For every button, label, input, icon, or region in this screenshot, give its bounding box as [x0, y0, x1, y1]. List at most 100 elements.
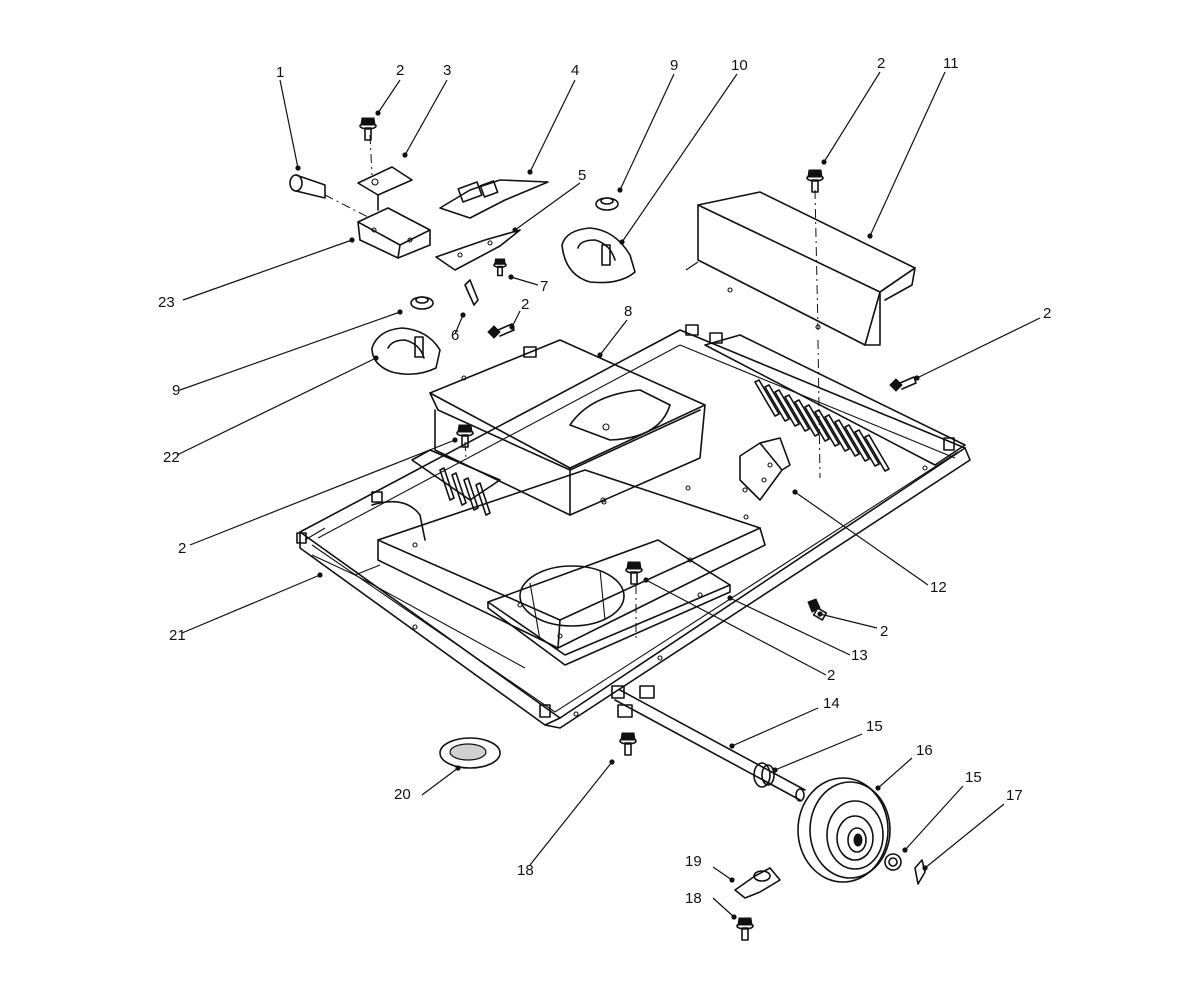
- leader-dot: [617, 187, 623, 193]
- leader-dot: [460, 312, 466, 318]
- latch-4: [439, 179, 549, 219]
- bolt: [493, 258, 507, 277]
- callout-18b: 18: [685, 890, 702, 907]
- callout-14: 14: [823, 695, 840, 712]
- callout-19: 19: [685, 853, 702, 870]
- leader-dot: [922, 865, 928, 871]
- callout-2e: 2: [178, 540, 186, 557]
- leader-dot: [914, 375, 920, 381]
- leader-dot: [902, 847, 908, 853]
- leader-line: [377, 79, 401, 114]
- callout-22: 22: [163, 449, 180, 466]
- callout-15b: 15: [965, 769, 982, 786]
- leader-line: [904, 785, 964, 851]
- callout-11: 11: [943, 55, 959, 72]
- leader-dot: [375, 110, 381, 116]
- washer-15b: [884, 853, 902, 871]
- louver-slot: [764, 384, 790, 422]
- callout-2c: 2: [521, 296, 529, 313]
- louver-slot: [794, 399, 820, 437]
- leader-dot: [727, 595, 733, 601]
- leader-line: [819, 613, 878, 629]
- washer-15a: [753, 762, 775, 788]
- hinge-plate-3: [357, 166, 413, 211]
- louver-slot: [854, 429, 880, 467]
- leader-line: [916, 317, 1041, 379]
- leader-dot: [867, 233, 873, 239]
- louver-slot: [814, 409, 840, 447]
- leader-line: [774, 733, 863, 771]
- callout-20: 20: [394, 786, 411, 803]
- side-louvers: [411, 449, 501, 516]
- leader-line: [510, 276, 539, 286]
- mount-22: [371, 327, 441, 376]
- leader-line: [176, 357, 377, 456]
- callout-15a: 15: [866, 718, 883, 735]
- leader-dot: [729, 743, 735, 749]
- leader-dot: [619, 239, 625, 245]
- leader-dot: [397, 309, 403, 315]
- callout-21: 21: [169, 627, 186, 644]
- top-cover: [429, 339, 706, 516]
- louver-slot: [804, 404, 830, 442]
- hinge-block-23: [357, 207, 431, 259]
- rear-louvers: [704, 334, 966, 472]
- louver-slot: [754, 379, 780, 417]
- leader-dot: [729, 877, 735, 883]
- leader-line: [619, 73, 675, 191]
- bolt: [807, 598, 828, 621]
- cotter-pin-17: [914, 859, 926, 885]
- louver-slot: [774, 389, 800, 427]
- leader-line: [189, 439, 456, 546]
- leader-dot: [792, 489, 798, 495]
- leader-dot: [875, 785, 881, 791]
- callout-12: 12: [930, 579, 947, 596]
- bolt: [806, 169, 824, 193]
- leader-line: [529, 79, 576, 173]
- callout-10: 10: [731, 57, 748, 74]
- leader-dot: [817, 611, 823, 617]
- leader-dot: [527, 169, 533, 175]
- leader-line: [729, 597, 851, 656]
- grommet-20: [439, 737, 501, 769]
- leader-line: [712, 897, 735, 918]
- leader-line: [179, 311, 401, 391]
- callout-23: 23: [158, 294, 175, 311]
- leader-line: [529, 761, 613, 866]
- leader-line: [599, 319, 628, 356]
- leader-line: [621, 73, 738, 243]
- louver-slot: [844, 424, 870, 462]
- leader-dot: [373, 355, 379, 361]
- leader-line: [511, 310, 521, 328]
- leader-lines: [176, 71, 1041, 920]
- leader-line: [869, 71, 946, 237]
- shroud-cover: [685, 191, 916, 346]
- leader-line: [514, 182, 581, 231]
- callout-2f: 2: [880, 623, 888, 640]
- callout-labels: 1 2 3 4 9 10 2 11 5 7 23 2 8 6 2 9 22 2 …: [158, 55, 1051, 907]
- callout-2g: 2: [827, 667, 835, 684]
- leader-line: [712, 866, 733, 881]
- leader-dot: [508, 274, 514, 280]
- wheel-16: [797, 777, 891, 883]
- callout-13: 13: [851, 647, 868, 664]
- leader-dot: [643, 577, 649, 583]
- leader-line: [731, 707, 819, 747]
- inner-pan: [377, 469, 766, 666]
- leader-dot: [455, 765, 461, 771]
- leader-line: [794, 491, 929, 586]
- callout-2d: 2: [1043, 305, 1051, 322]
- hinge-plate-5: [435, 229, 521, 271]
- bolt: [619, 732, 637, 756]
- bolt: [889, 376, 917, 392]
- leader-dot: [349, 237, 355, 243]
- leader-line: [421, 767, 459, 796]
- bolt-group: [359, 117, 917, 941]
- callout-5: 5: [578, 167, 586, 184]
- bracket: [739, 437, 791, 501]
- louver-slot: [864, 434, 890, 472]
- leader-line: [454, 314, 464, 335]
- bolt: [359, 117, 377, 141]
- callout-9b: 9: [172, 382, 180, 399]
- callout-3: 3: [443, 62, 451, 79]
